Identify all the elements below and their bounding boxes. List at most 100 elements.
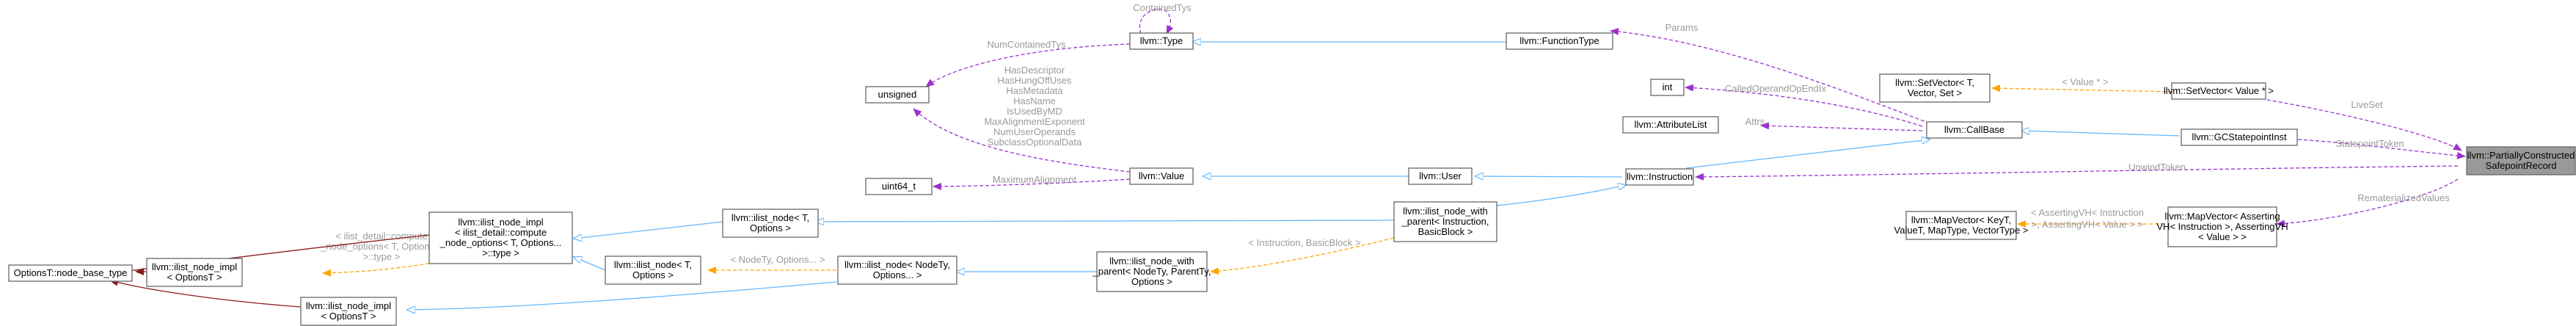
class-node-int[interactable]: int xyxy=(1650,79,1685,96)
edge-ilistnodewithparent-to-instruction xyxy=(1489,185,1626,207)
class-node-label: llvm::FunctionType xyxy=(1519,35,1599,46)
edge-user-to-instruction xyxy=(1475,176,1623,177)
class-node-options-node-base-type[interactable]: OptionsT::node_base_type xyxy=(8,264,133,282)
class-node-label: uint64_t xyxy=(882,181,916,192)
edge-statepointtoken xyxy=(2297,139,2466,159)
edge-label-liveset: LiveSet xyxy=(2351,99,2383,110)
edge-label-compute-2: _node_options< T, Options... xyxy=(320,241,442,252)
edge-impl-compute-to-ilistnode-top xyxy=(574,221,723,239)
class-node-box xyxy=(1408,167,1473,185)
class-node-instruction[interactable]: llvm::Instruction xyxy=(1625,168,1694,186)
class-node-label: unsigned xyxy=(878,89,917,100)
class-node-ilist-node-impl-options-t-1[interactable]: llvm::ilist_node_impl< OptionsT > xyxy=(146,258,243,287)
edge-label-calledoperandopendix: CalledOperandOpEndIx xyxy=(1725,83,1827,94)
class-node-box xyxy=(1650,79,1685,96)
edge-label-assertingvh-1: < AssertingVH< Instruction xyxy=(2031,207,2144,218)
edge-label-field: HasName xyxy=(1013,95,1056,106)
class-node-label: llvm::User xyxy=(1419,170,1462,181)
class-node-label: llvm::SetVector< T, xyxy=(1895,77,1974,88)
class-node-map-vector-asserting[interactable]: llvm::MapVector< AssertingVH< Instructio… xyxy=(2156,206,2288,247)
class-node-box xyxy=(1506,32,1613,50)
class-node-label: Options... > xyxy=(873,269,922,280)
class-node-box xyxy=(8,264,133,282)
class-node-partially-constructed-safepoint-record[interactable]: llvm::PartiallyConstructedSafepointRecor… xyxy=(2466,146,2576,175)
class-node-label: BasicBlock > xyxy=(1418,226,1473,237)
class-node-label: VH< Instruction >, AssertingVH xyxy=(2156,221,2288,232)
class-node-label: _parent< NodeTy, ParentTy, xyxy=(1092,266,1211,277)
class-node-set-vector-t-set[interactable]: llvm::SetVector< T,Vector, Set > xyxy=(1879,73,1991,103)
class-node-label: llvm::MapVector< KeyT, xyxy=(1911,214,2011,225)
class-node-ilist-node-with-parent-generic[interactable]: llvm::ilist_node_with_parent< NodeTy, Pa… xyxy=(1092,251,1211,292)
class-node-map-vector-key[interactable]: llvm::MapVector< KeyT,ValueT, MapType, V… xyxy=(1894,211,2029,240)
class-node-box xyxy=(605,256,701,285)
edge-label-value-star: < Value * > xyxy=(2062,76,2108,87)
edge-label-field: HasHungOffUses xyxy=(998,75,1072,86)
edge-label-nodety-options: < NodeTy, Options... > xyxy=(730,254,825,265)
class-node-label: llvm::PartiallyConstructed xyxy=(2467,150,2575,161)
edge-impl-compute-to-ilistnode-bottom xyxy=(574,257,606,271)
edge-label-rematerializedvalues: RematerializedValues xyxy=(2357,192,2450,203)
class-node-ilist-node-nodety[interactable]: llvm::ilist_node< NodeTy,Options... > xyxy=(837,256,957,285)
class-node-value[interactable]: llvm::Value xyxy=(1129,167,1194,185)
edge-unwindtoken xyxy=(1695,165,2459,181)
class-node-label: Vector, Set > xyxy=(1908,87,1962,98)
class-node-box xyxy=(1926,121,2023,139)
edge-type-to-unsigned xyxy=(925,43,1131,87)
class-node-unsigned[interactable]: unsigned xyxy=(865,86,930,104)
edge-label-statepointtoken: StatepointToken xyxy=(2335,138,2404,149)
class-node-function-type[interactable]: llvm::FunctionType xyxy=(1506,32,1613,50)
edge-callbase-to-gcstatepoint xyxy=(2021,131,2180,137)
class-node-gc-statepoint-inst[interactable]: llvm::GCStatepointInst xyxy=(2181,128,2298,146)
edge-instruction-to-callbase xyxy=(1685,140,1930,169)
class-node-ilist-node-impl-options-t-2[interactable]: llvm::ilist_node_impl< OptionsT > xyxy=(300,297,397,326)
class-node-label: llvm::Type xyxy=(1140,35,1183,46)
class-node-label: Options > xyxy=(750,222,791,233)
edge-value-to-uint64 xyxy=(933,178,1131,190)
class-node-box xyxy=(865,178,933,195)
class-node-label: llvm::ilist_node_impl xyxy=(306,300,391,311)
class-node-label: < OptionsT > xyxy=(321,311,376,322)
edge-type-self-containedtys xyxy=(1139,8,1174,35)
class-node-label: llvm::ilist_node< NodeTy, xyxy=(844,259,950,270)
class-node-box xyxy=(1096,251,1208,292)
class-node-call-base[interactable]: llvm::CallBase xyxy=(1926,121,2023,139)
class-node-box xyxy=(1129,32,1194,50)
class-node-box xyxy=(2167,206,2277,247)
class-node-attribute-list[interactable]: llvm::AttributeList xyxy=(1622,116,1719,134)
class-node-ilist-node-impl-compute[interactable]: llvm::ilist_node_impl< ilist_detail::com… xyxy=(428,211,573,264)
edge-nodebasetype-to-impl-options2 xyxy=(109,278,302,308)
class-node-label: _node_options< T, Options... xyxy=(439,237,562,248)
class-node-uint64[interactable]: uint64_t xyxy=(865,178,933,195)
class-node-label: < ilist_detail::compute xyxy=(455,227,547,238)
edge-label-unwindtoken: UnwindToken xyxy=(2128,162,2186,173)
class-node-label: llvm::ilist_node_impl xyxy=(152,261,237,272)
edge-label-field: NumUserOperands xyxy=(993,126,1076,137)
class-node-label: llvm::SetVector< Value * > xyxy=(2164,85,2274,96)
class-node-box xyxy=(1129,167,1194,185)
class-node-label: _parent< Instruction, xyxy=(1401,216,1489,227)
class-node-ilist-node-t-options[interactable]: llvm::ilist_node< T,Options > xyxy=(605,256,701,285)
class-node-label: llvm::Instruction xyxy=(1627,171,1693,182)
edge-label-instruction-basicblock: < Instruction, BasicBlock > xyxy=(1248,237,1360,248)
class-node-label: llvm::GCStatepointInst xyxy=(2192,131,2287,142)
edge-label-params: Params xyxy=(1665,22,1699,33)
edge-setvector-template xyxy=(1991,84,2172,93)
edge-ilistnodewithparent-template xyxy=(1210,234,1406,275)
edge-label-field: HasDescriptor xyxy=(1004,65,1065,76)
edge-callbase-to-int xyxy=(1685,84,1923,127)
edge-callbase-to-attributelist xyxy=(1760,122,1923,131)
class-node-ilist-node-with-parent-inst[interactable]: llvm::ilist_node_with_parent< Instructio… xyxy=(1393,201,1497,242)
class-node-user[interactable]: llvm::User xyxy=(1408,167,1473,185)
class-node-label: llvm::AttributeList xyxy=(1635,119,1707,130)
class-node-ilist-node-instruction[interactable]: llvm::ilist_node< T,Options > xyxy=(722,209,819,238)
class-node-type[interactable]: llvm::Type xyxy=(1129,32,1194,50)
class-node-set-vector-value[interactable]: llvm::SetVector< Value * > xyxy=(2164,82,2274,100)
edge-impl-options-to-ilistnode-nodety xyxy=(407,281,837,310)
class-node-label: llvm::ilist_node_with xyxy=(1403,206,1488,217)
class-node-box xyxy=(2171,82,2266,100)
class-node-box xyxy=(428,211,573,264)
edge-label-containedtys: ContainedTys xyxy=(1133,2,1192,13)
class-node-box xyxy=(1905,211,2017,240)
edge-label-field: MaxAlignmentExponent xyxy=(984,116,1085,127)
class-node-box xyxy=(300,297,397,326)
